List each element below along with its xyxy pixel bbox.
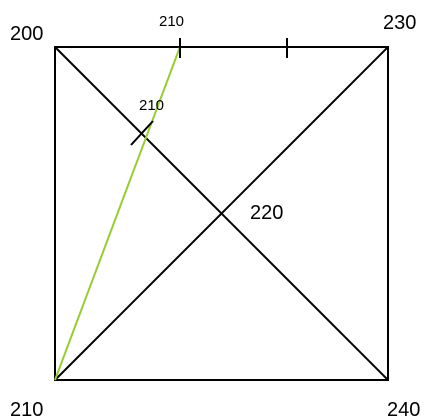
label-corner-top-right: 230 bbox=[383, 12, 416, 34]
label-top-edge-point: 210 bbox=[159, 13, 184, 30]
tick-diagonal bbox=[130, 120, 154, 146]
label-corner-bottom-right: 240 bbox=[387, 399, 420, 419]
label-corner-bottom-left: 210 bbox=[10, 399, 43, 419]
square-outline bbox=[54, 46, 389, 381]
highlight-line bbox=[54, 46, 181, 381]
diagonal-bottom-left-to-top-right bbox=[54, 46, 389, 381]
label-center: 220 bbox=[250, 202, 283, 224]
label-corner-top-left: 200 bbox=[10, 23, 43, 45]
label-diagonal-point: 210 bbox=[139, 97, 164, 114]
